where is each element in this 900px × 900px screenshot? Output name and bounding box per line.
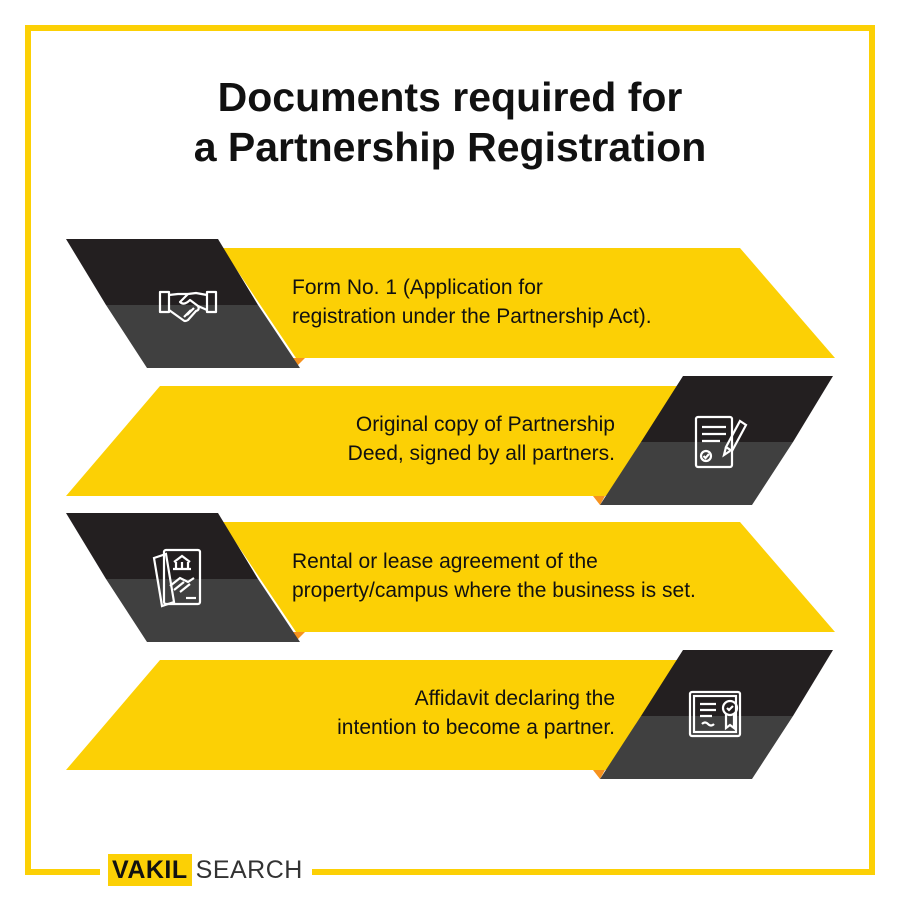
dark-block-bottom — [600, 442, 793, 505]
orange-fold — [593, 496, 605, 505]
item-2-text: Original copy of Partnership Deed, signe… — [347, 413, 615, 465]
certificate-icon — [688, 690, 742, 738]
row-1-banner — [66, 239, 835, 368]
yellow-band — [222, 522, 835, 632]
lease-agreement-icon — [152, 548, 202, 608]
yellow-band — [66, 660, 690, 770]
dark-block-top — [641, 376, 833, 442]
vakilsearch-logo: VAKIL SEARCH — [108, 854, 303, 886]
yellow-frame — [25, 25, 875, 875]
item-3-text: Rental or lease agreement of the propert… — [292, 550, 696, 602]
yellow-band — [222, 248, 835, 358]
item-4-text: Affidavit declaring the intention to bec… — [337, 687, 615, 739]
signed-document-icon — [694, 415, 748, 469]
dark-block-bottom — [600, 716, 793, 779]
row-3-banner — [66, 513, 835, 642]
dark-block-bottom — [106, 579, 300, 642]
item-1-text: Form No. 1 (Application for registration… — [292, 276, 652, 328]
row-2-banner — [66, 376, 833, 505]
row-4-banner — [66, 650, 833, 779]
handshake-icon — [158, 290, 218, 323]
dark-block-bottom — [106, 305, 300, 368]
dark-block-top — [66, 239, 258, 305]
page-title: Documents required for a Partnership Reg… — [193, 74, 707, 170]
dark-block-top — [66, 513, 258, 579]
orange-fold — [593, 770, 605, 779]
yellow-band — [66, 386, 690, 496]
